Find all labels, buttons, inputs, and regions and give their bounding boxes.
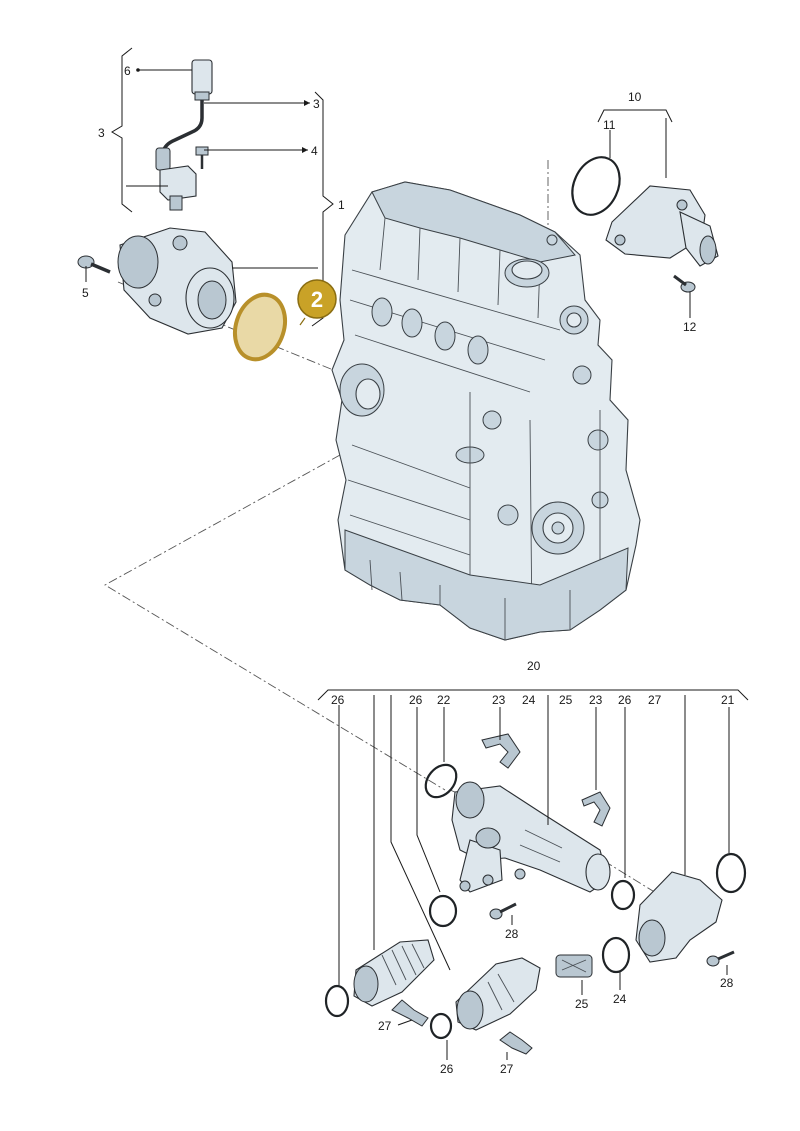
callout-20: 20 bbox=[527, 659, 541, 673]
part-2-label: 2 bbox=[311, 287, 323, 312]
callout-28-b: 28 bbox=[720, 976, 734, 990]
callout-3-left: 3 bbox=[98, 126, 105, 140]
callout-26-bottom: 26 bbox=[440, 1062, 454, 1076]
highlight-badge[interactable]: 2 bbox=[297, 279, 337, 326]
callout-10: 10 bbox=[628, 90, 642, 104]
callout-28-a: 28 bbox=[505, 927, 519, 941]
callout-labels: 6 3 3 4 1 5 10 11 12 20 26 26 22 23 24 2… bbox=[82, 64, 735, 1076]
callout-25-bottom: 25 bbox=[575, 997, 589, 1011]
callout-4: 4 bbox=[311, 144, 318, 158]
engine-block bbox=[331, 181, 641, 641]
highlighted-gasket bbox=[233, 292, 287, 362]
callout-23-a: 23 bbox=[492, 693, 506, 707]
callout-24-bottom: 24 bbox=[613, 992, 627, 1006]
callout-22: 22 bbox=[437, 693, 451, 707]
sensor-assembly bbox=[155, 59, 213, 211]
callout-12: 12 bbox=[683, 320, 697, 334]
thermostat-housing bbox=[77, 227, 237, 335]
callout-27-left: 27 bbox=[378, 1019, 392, 1033]
callout-11: 11 bbox=[603, 118, 616, 132]
callout-27-top: 27 bbox=[648, 693, 662, 707]
coolant-flange bbox=[571, 156, 719, 293]
callout-5: 5 bbox=[82, 286, 89, 300]
callout-23-b: 23 bbox=[589, 693, 603, 707]
callout-26-b: 26 bbox=[409, 693, 423, 707]
callout-27-bottom: 27 bbox=[500, 1062, 514, 1076]
callout-6: 6 bbox=[124, 64, 131, 78]
callout-26-a: 26 bbox=[331, 693, 345, 707]
callout-1: 1 bbox=[338, 198, 345, 212]
part-2-badge[interactable] bbox=[297, 279, 337, 319]
coolant-pipe-assembly bbox=[324, 733, 747, 1055]
callout-21: 21 bbox=[721, 693, 735, 707]
leader-lines bbox=[85, 47, 749, 1060]
callout-26-c: 26 bbox=[618, 693, 632, 707]
callout-25-top: 25 bbox=[559, 693, 573, 707]
callout-24-top: 24 bbox=[522, 693, 536, 707]
callout-3-right: 3 bbox=[313, 97, 320, 111]
